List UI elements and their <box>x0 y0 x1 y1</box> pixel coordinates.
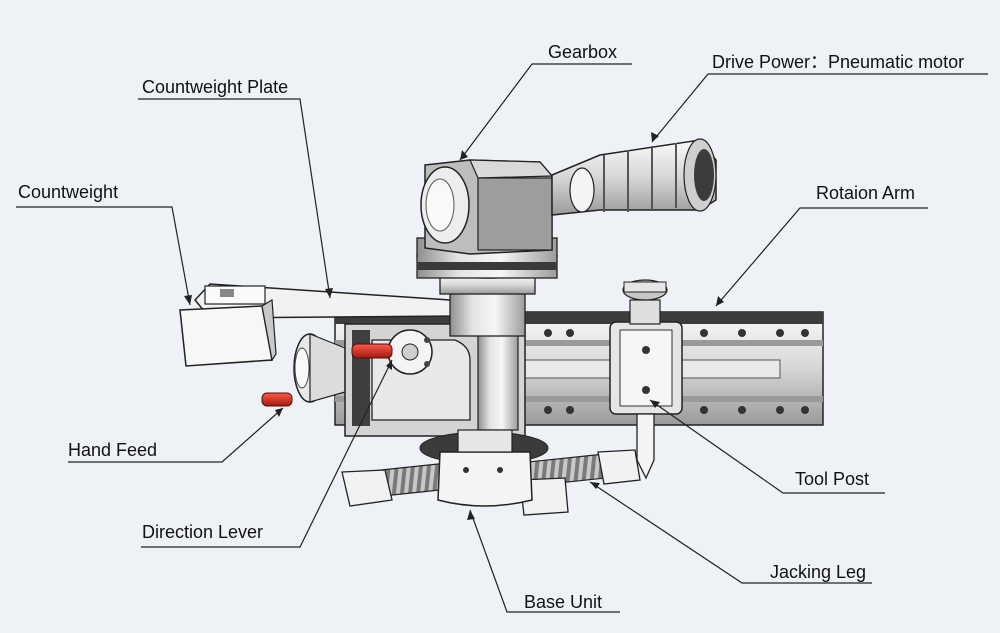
label-countweight: Countweight <box>18 182 119 202</box>
hand-feed-wheel <box>261 333 346 407</box>
label-gearbox: Gearbox <box>548 42 618 62</box>
label-tool-post: Tool Post <box>795 469 870 489</box>
leader-countweight <box>16 206 191 306</box>
leader-arrowheads <box>184 132 724 520</box>
leader-direction-lever <box>141 359 393 548</box>
label-rotation-arm: Rotaion Arm <box>816 183 916 203</box>
direction-lever <box>351 329 433 375</box>
leader-hand-feed <box>68 407 284 463</box>
label-countweight-plate: Countweight Plate <box>142 77 289 97</box>
leader-rotation-arm <box>715 207 928 307</box>
label-direction-lever: Direction Lever <box>142 522 264 542</box>
gearbox <box>420 159 554 255</box>
leader-gearbox <box>459 63 632 161</box>
base-unit <box>419 429 549 507</box>
leader-drive-power <box>651 73 988 143</box>
label-base-unit: Base Unit <box>524 592 603 612</box>
label-drive-power: Drive Power：Pneumatic motor <box>712 52 965 72</box>
countweight-block <box>179 298 277 367</box>
leader-lines <box>16 63 988 613</box>
central-housing <box>344 323 526 437</box>
leader-countweight-plate <box>138 98 331 299</box>
pneumatic-motor <box>551 138 717 216</box>
leader-jacking-leg <box>589 481 872 584</box>
label-jacking-leg: Jacking Leg <box>770 562 867 582</box>
label-hand-feed: Hand Feed <box>68 440 158 460</box>
tool-post <box>609 279 683 480</box>
leader-base-unit <box>469 509 620 613</box>
leader-tool-post <box>649 399 885 494</box>
